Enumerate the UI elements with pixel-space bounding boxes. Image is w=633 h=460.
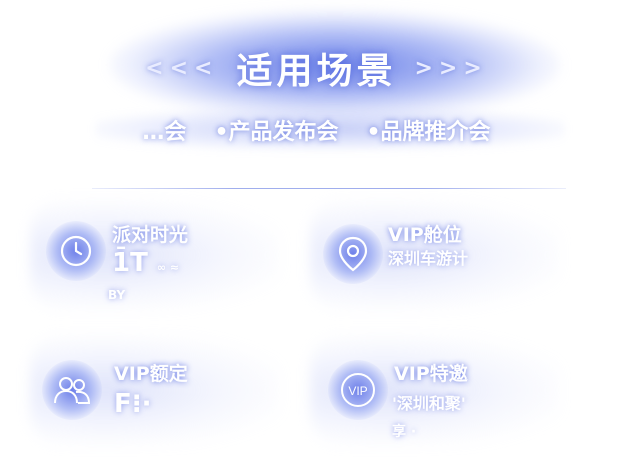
header: <<< 适用场景 >>> (0, 40, 633, 96)
clock-icon (46, 221, 106, 281)
card-vip-quota: VIP额定 F⁝· (30, 335, 280, 445)
tags-band (95, 108, 565, 150)
card-note: BY (108, 288, 126, 302)
card-vip-cabin: VIP舱位 深圳车游计 (310, 200, 560, 310)
scenario-tags: …会 •产品发布会 •品牌推介会 (0, 112, 633, 148)
tag-item: •品牌推介会 (366, 120, 491, 145)
card-title: VIP舱位 (388, 224, 462, 246)
users-icon (42, 360, 102, 420)
vip-icon-text: VIP (348, 384, 367, 398)
card-title: VIP特邀 (394, 363, 468, 385)
card-body: 深圳车游计 (388, 249, 469, 268)
header-glow (110, 10, 560, 120)
card-value-suffix: ∞ ≈ (156, 261, 180, 274)
card-title: VIP额定 (114, 363, 188, 385)
card-value: 1̄T (112, 248, 148, 278)
right-chevrons: >>> (414, 55, 488, 81)
page-title: 适用场景 (236, 51, 397, 92)
card-body: F⁝· (114, 389, 152, 419)
left-chevrons: <<< (145, 55, 219, 81)
card-body: '深圳和聚' (392, 394, 466, 413)
card-party: 派对时光 1̄T ∞ ≈ BY (30, 200, 280, 310)
divider (92, 188, 566, 189)
tag-item: …会 (142, 120, 187, 145)
card-title: 派对时光 (112, 224, 189, 246)
tag-item: •产品发布会 (214, 120, 339, 145)
location-pin-icon (323, 224, 383, 284)
card-note: 享 · (392, 424, 417, 440)
vip-icon: VIP (328, 360, 388, 420)
card-vip-invite: VIP VIP特邀 '深圳和聚' 享 · (310, 335, 560, 445)
